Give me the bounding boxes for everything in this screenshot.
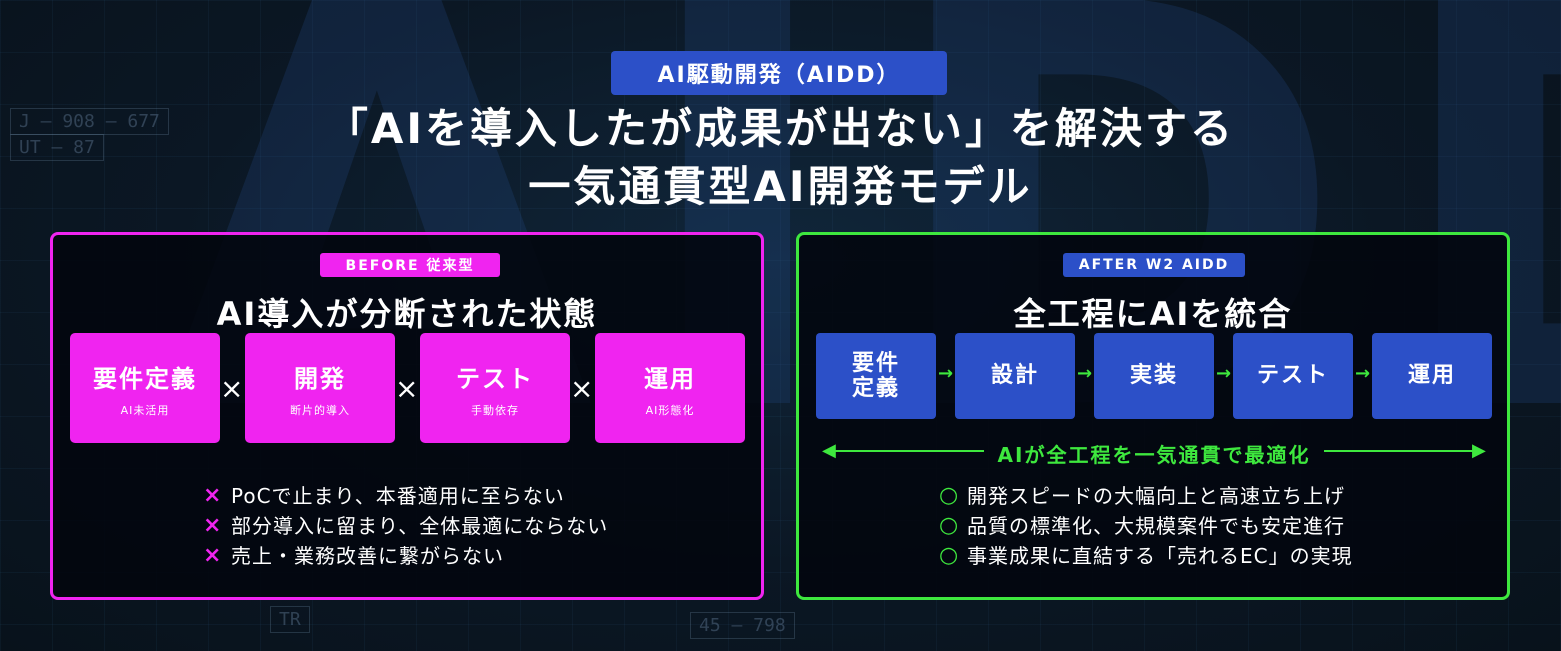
list-item: × 部分導入に留まり、全体最適にならない — [203, 511, 608, 541]
after-title: 全工程にAIを統合 — [1013, 295, 1293, 333]
background-deco: J – 908 – 677 — [10, 108, 169, 135]
arrow-right-icon: → — [1355, 363, 1371, 384]
cross-icon: × — [203, 483, 223, 508]
flow-arrow: ◀ AIが全工程を一気通貫で最適化 ▶ — [822, 439, 1486, 468]
after-tag: AFTER W2 AIDD — [1063, 253, 1245, 277]
cross-icon: × — [395, 372, 419, 405]
flow-line — [834, 450, 984, 452]
cross-icon: × — [203, 543, 223, 568]
headline-line-1: 「AIを導入したが成果が出ない」を解決する — [325, 104, 1236, 153]
after-step-test: テスト — [1233, 333, 1353, 419]
list-item: ○ 品質の標準化、大規模案件でも安定進行 — [939, 511, 1353, 541]
issue-text: PoCで止まり、本番適用に至らない — [231, 484, 565, 508]
box-main-label: テスト — [456, 364, 534, 393]
flow-label: AIが全工程を一気通貫で最適化 — [997, 443, 1311, 467]
arrow-left-icon: ◀ — [822, 440, 836, 461]
before-box-operation: 運用 AI形態化 — [595, 333, 745, 443]
circle-icon: ○ — [939, 513, 960, 538]
circle-icon: ○ — [939, 543, 960, 568]
list-item: × 売上・業務改善に繋がらない — [203, 541, 608, 571]
cross-icon: × — [203, 513, 223, 538]
box-sub-label: 手動依存 — [471, 403, 519, 417]
arrow-right-icon: → — [1216, 363, 1232, 384]
before-panel: BEFORE 従来型 AI導入が分断された状態 要件定義 AI未活用 × 開発 … — [50, 232, 764, 600]
before-tag: BEFORE 従来型 — [320, 253, 500, 277]
issue-text: 部分導入に留まり、全体最適にならない — [231, 514, 609, 538]
box-main-label: 要件定義 — [93, 364, 197, 393]
arrow-right-icon: → — [938, 363, 954, 384]
step-label-line: 定義 — [851, 376, 900, 401]
before-issue-list: × PoCで止まり、本番適用に至らない × 部分導入に留まり、全体最適にならない… — [203, 481, 608, 571]
list-item: ○ 開発スピードの大幅向上と高速立ち上げ — [939, 481, 1353, 511]
before-title: AI導入が分断された状態 — [216, 295, 598, 333]
benefit-text: 品質の標準化、大規模案件でも安定進行 — [967, 514, 1345, 538]
after-step-implementation: 実装 — [1094, 333, 1214, 419]
arrow-right-icon: → — [1077, 363, 1093, 384]
before-box-test: テスト 手動依存 — [420, 333, 570, 443]
background-deco: TR — [270, 606, 310, 633]
benefit-text: 開発スピードの大幅向上と高速立ち上げ — [967, 484, 1345, 508]
category-badge: AI駆動開発（AIDD） — [611, 51, 947, 95]
issue-text: 売上・業務改善に繋がらない — [231, 544, 504, 568]
benefit-text: 事業成果に直結する「売れるEC」の実現 — [967, 544, 1353, 568]
background-deco: 45 – 798 — [690, 612, 795, 639]
box-sub-label: 断片的導入 — [290, 403, 350, 417]
cross-icon: × — [570, 372, 594, 405]
box-sub-label: AI形態化 — [645, 403, 695, 417]
before-box-development: 開発 断片的導入 — [245, 333, 395, 443]
background-deco: UT – 87 — [10, 134, 104, 161]
arrow-right-icon: ▶ — [1472, 440, 1486, 461]
after-step-operation: 運用 — [1372, 333, 1492, 419]
flow-line — [1324, 450, 1474, 452]
list-item: ○ 事業成果に直結する「売れるEC」の実現 — [939, 541, 1353, 571]
box-sub-label: AI未活用 — [120, 403, 170, 417]
box-main-label: 運用 — [644, 364, 696, 393]
step-label-line: 要件 — [851, 350, 900, 376]
cross-icon: × — [220, 372, 244, 405]
list-item: × PoCで止まり、本番適用に至らない — [203, 481, 608, 511]
circle-icon: ○ — [939, 483, 960, 508]
before-box-requirements: 要件定義 AI未活用 — [70, 333, 220, 443]
after-benefit-list: ○ 開発スピードの大幅向上と高速立ち上げ ○ 品質の標準化、大規模案件でも安定進… — [939, 481, 1353, 571]
after-step-requirements: 要件 定義 — [816, 333, 936, 419]
box-main-label: 開発 — [294, 364, 346, 393]
headline-line-2: 一気通貫型AI開発モデル — [528, 162, 1033, 211]
after-panel: AFTER W2 AIDD 全工程にAIを統合 要件 定義 → 設計 → 実装 … — [796, 232, 1510, 600]
after-step-design: 設計 — [955, 333, 1075, 419]
